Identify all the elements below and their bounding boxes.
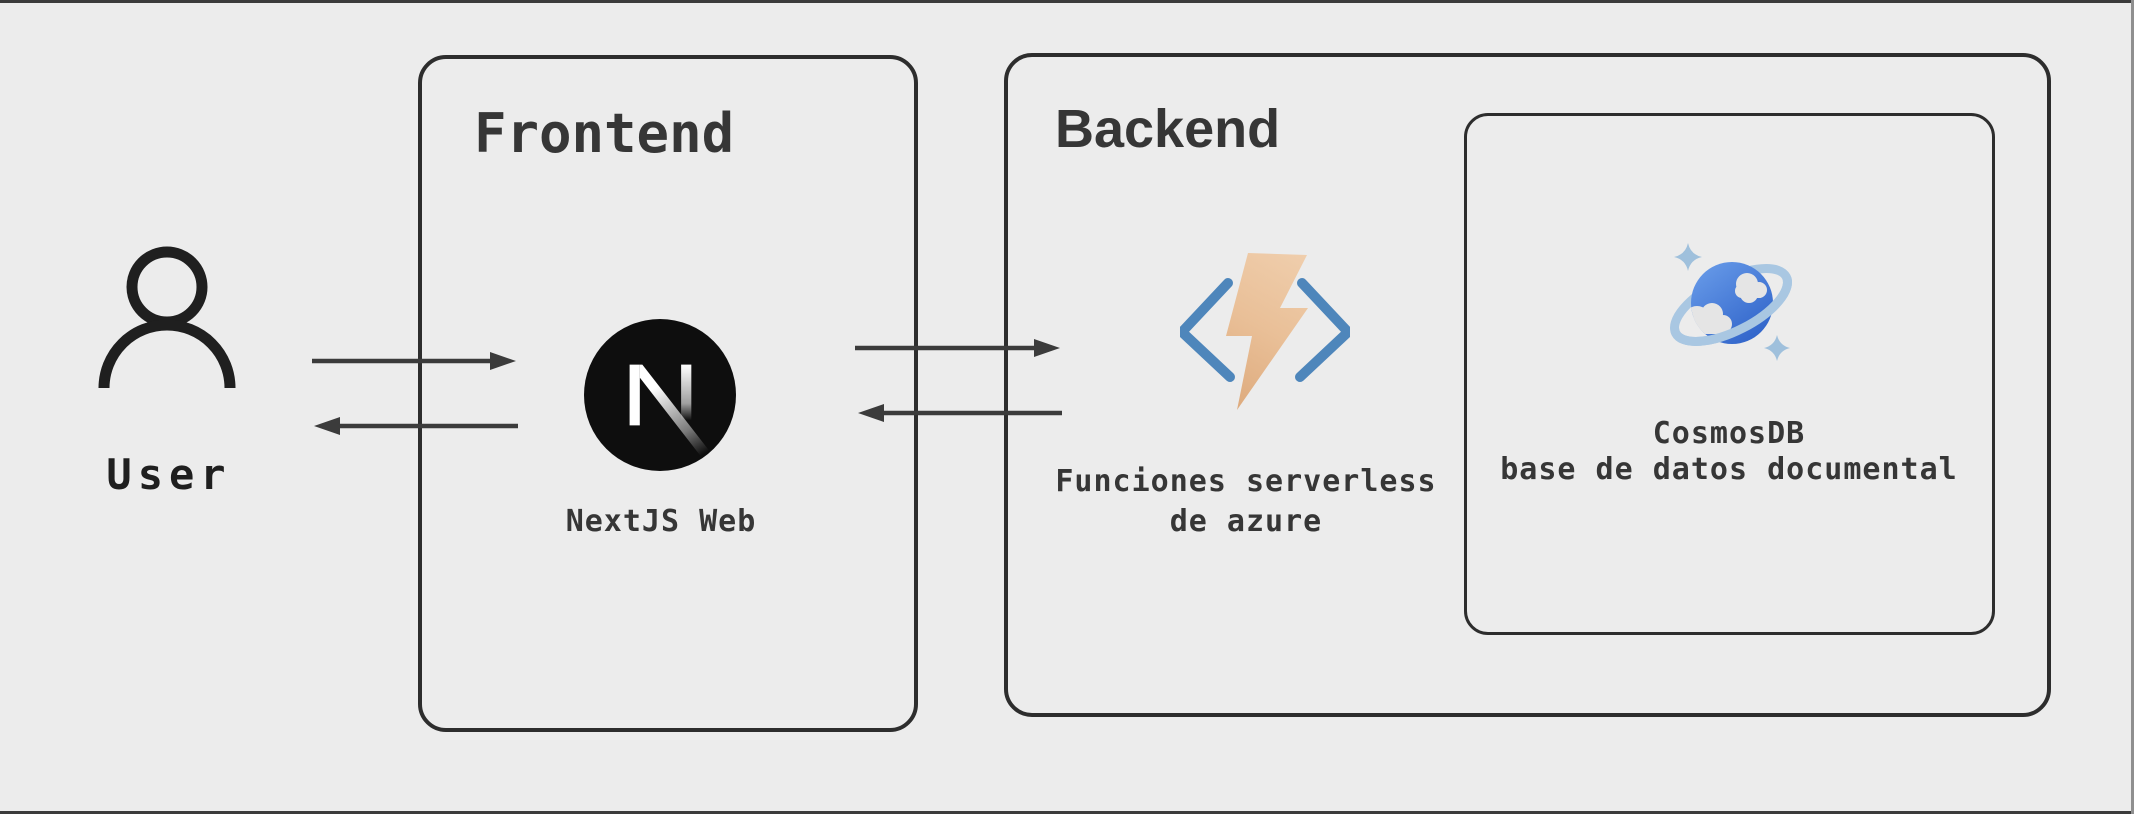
frontend-box — [418, 55, 918, 732]
cosmosdb-box — [1464, 113, 1995, 635]
cosmosdb-label-line1: CosmosDB — [1652, 416, 1806, 451]
azure-functions-label-line1: Funciones serverless — [1055, 464, 1437, 499]
sparkle-icon — [1764, 335, 1790, 361]
cosmosdb-icon — [1670, 243, 1792, 361]
frontend-title: Frontend — [474, 102, 735, 165]
cosmosdb-label-line2: base de datos documental — [1500, 452, 1958, 487]
azure-functions-label: Funciones serverless de azure — [1046, 462, 1446, 542]
top-edge-line — [0, 0, 2134, 3]
backend-title: Backend — [1055, 99, 1281, 159]
right-edge-line — [2131, 0, 2134, 814]
user-label: User — [106, 450, 232, 499]
azure-functions-label-line2: de azure — [1169, 504, 1323, 539]
backend-box — [1004, 53, 2051, 717]
azure-functions-icon — [1180, 253, 1350, 410]
sparkle-icon — [1674, 243, 1702, 271]
user-person-icon — [98, 246, 236, 388]
bottom-edge-line — [0, 811, 2134, 814]
nextjs-logo-icon — [584, 319, 736, 471]
nextjs-label: NextJS Web — [565, 504, 757, 539]
